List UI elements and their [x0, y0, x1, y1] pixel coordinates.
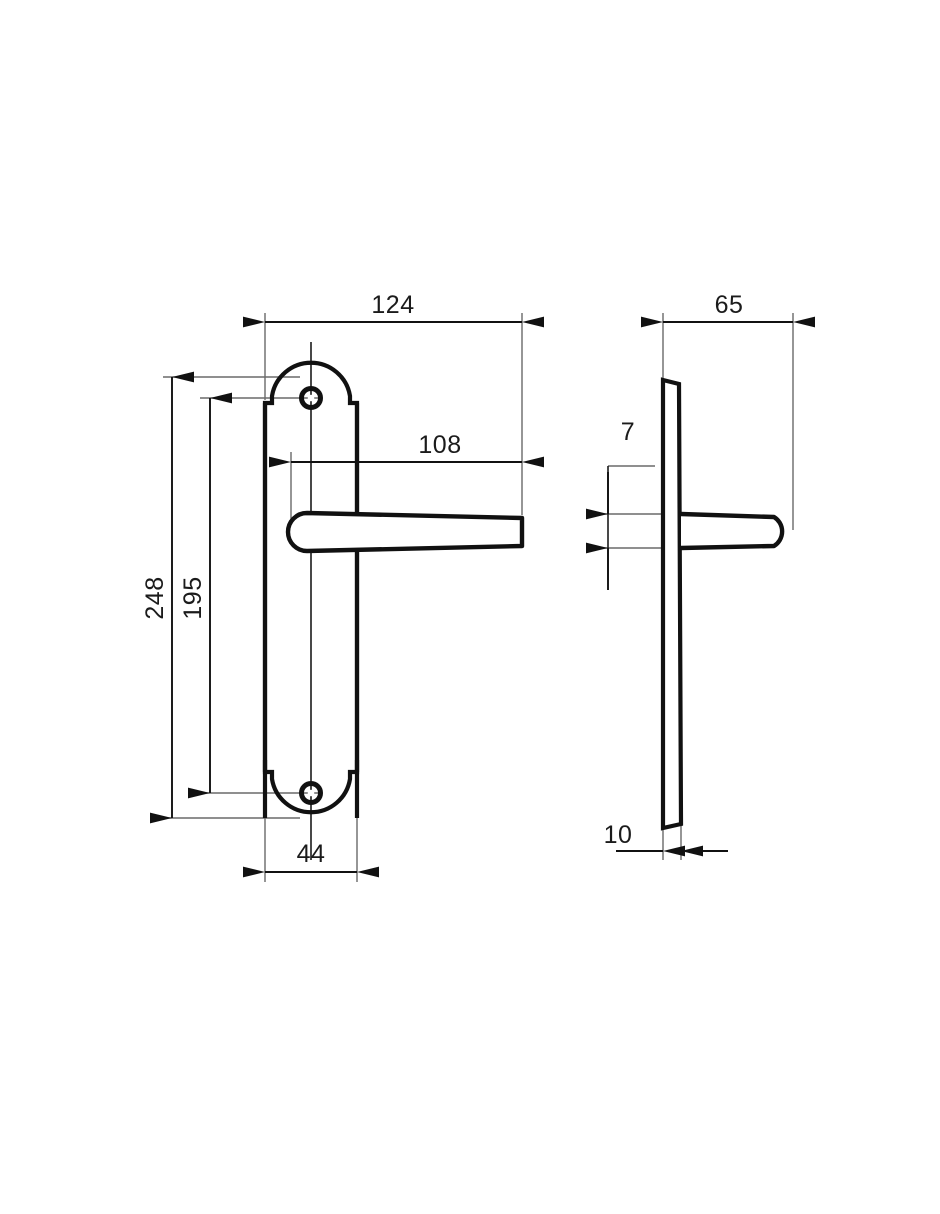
dim-label-108: 108: [418, 431, 461, 459]
dim-label-124: 124: [371, 291, 414, 319]
backplate-outline-lower: [262, 760, 360, 815]
fixing-hole-top: [299, 386, 323, 410]
front-view: 124 108 248 195 44: [141, 291, 544, 882]
lever-handle-front: [285, 510, 525, 554]
dimension-195: 195: [179, 392, 232, 799]
dimension-248: 248: [141, 371, 194, 824]
lever-handle-side: [680, 511, 785, 551]
backplate-side-profile: [660, 377, 684, 831]
dimension-124: 124: [243, 291, 544, 328]
dimension-7: 7: [586, 418, 635, 590]
side-view: 65 7 10: [586, 291, 815, 860]
dim-label-195: 195: [179, 576, 207, 619]
dimension-108: 108: [269, 431, 544, 468]
side-view-extension-lines: [600, 313, 794, 860]
dim-label-44: 44: [297, 840, 326, 868]
fixing-hole-bottom: [299, 781, 323, 805]
dim-label-7: 7: [621, 418, 635, 446]
dimension-65: 65: [641, 291, 815, 328]
dim-label-65: 65: [715, 291, 744, 319]
dimension-44: 44: [243, 840, 379, 878]
dimension-10: 10: [604, 821, 728, 857]
dim-label-10: 10: [604, 821, 633, 849]
backplate-outline-upper: [262, 360, 360, 818]
dim-label-248: 248: [141, 576, 169, 619]
